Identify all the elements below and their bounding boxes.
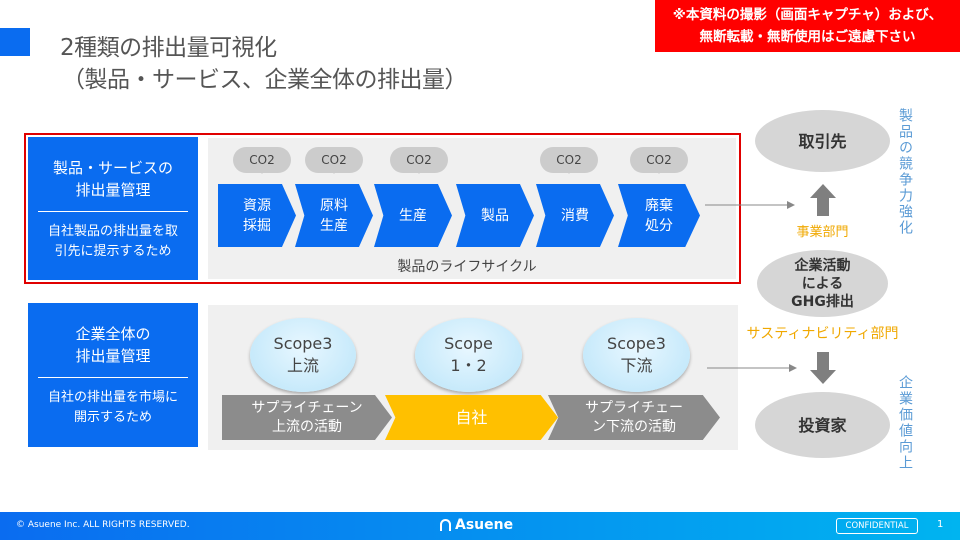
scope3-downstream: Scope3 下流	[583, 318, 690, 392]
step-label: 消費	[561, 207, 589, 224]
copyright: © Asuene Inc. ALL RIGHTS RESERVED.	[16, 520, 190, 530]
corporate-value-label: 企業価値向上	[897, 375, 913, 471]
step-label: 資源	[243, 197, 271, 214]
divider	[38, 377, 188, 378]
notice-line: 無断転載・無断使用はご遠慮下さい	[699, 29, 916, 45]
arrow-right-icon	[707, 364, 797, 372]
panel-desc: 自社の排出量を市場に	[47, 390, 178, 405]
step-label: 製品	[481, 207, 509, 224]
step-label: 生産	[399, 207, 427, 224]
sustainability-dept-label: サスティナビリティ部門	[746, 326, 899, 342]
chain-label: 上流の活動	[272, 418, 342, 435]
step-product: 製品	[456, 184, 534, 247]
copyright-notice: ※本資料の撮影（画面キャプチャ）および、無断転載・無断使用はご遠慮下さい	[655, 0, 960, 52]
activity-label: による	[801, 275, 844, 292]
panel-heading: 企業全体の	[75, 325, 151, 343]
step-label: 採掘	[243, 217, 271, 234]
chain-own-company: 自社	[385, 395, 558, 440]
chain-label: サプライチェーン	[251, 399, 363, 416]
scope12: Scope 1・2	[415, 318, 522, 392]
investor-ellipse: 投資家	[755, 392, 890, 458]
scope-label: Scope3	[273, 334, 333, 353]
chain-label: 自社	[455, 408, 488, 427]
co2-bubble: CO2	[233, 147, 291, 174]
panel-desc: 自社製品の排出量を取	[47, 224, 178, 239]
chain-upstream: サプライチェーン上流の活動	[222, 395, 392, 440]
panel-heading: 製品・サービスの	[52, 159, 173, 177]
logo-text: Asuene	[455, 517, 514, 533]
arrow-down-icon	[810, 352, 836, 384]
divider	[38, 211, 188, 212]
panel-desc: 引先に提示するため	[54, 244, 172, 259]
confidential-badge: CONFIDENTIAL	[836, 518, 918, 534]
arrow-up-icon	[810, 184, 836, 216]
footer: © Asuene Inc. ALL RIGHTS RESERVED. Asuen…	[0, 512, 960, 540]
step-disposal: 廃棄処分	[618, 184, 700, 247]
partner-ellipse: 取引先	[755, 110, 890, 172]
lifecycle-label: 製品のライフサイクル	[397, 259, 537, 275]
title-accent	[0, 28, 30, 56]
chain-downstream: サプライチェーン下流の活動	[548, 395, 720, 440]
panel-heading: 排出量管理	[75, 347, 151, 365]
co2-bubble: CO2	[540, 147, 598, 174]
step-consumption: 消費	[536, 184, 614, 247]
scope-label: 下流	[620, 356, 653, 375]
activity-label: 企業活動	[794, 257, 851, 274]
scope-label: Scope3	[607, 334, 666, 353]
asuene-logo: Asuene	[440, 517, 513, 533]
logo-icon	[440, 519, 451, 531]
panel-heading: 排出量管理	[75, 181, 151, 199]
corporate-panel: 企業全体の 排出量管理 自社の排出量を市場に 開示するため	[28, 303, 198, 447]
scope-label: 上流	[286, 356, 319, 375]
competitiveness-label: 製品の競争力強化	[897, 108, 913, 236]
step-label: 処分	[645, 217, 673, 234]
arrow-right-icon	[705, 201, 795, 209]
scope-label: 1・2	[450, 356, 487, 375]
step-label: 廃棄	[645, 197, 673, 214]
activity-label: GHG排出	[791, 293, 854, 310]
page-subtitle: （製品・サービス、企業全体の排出量）	[62, 67, 468, 93]
step-mining: 資源採掘	[218, 184, 296, 247]
product-panel: 製品・サービスの 排出量管理 自社製品の排出量を取 引先に提示するため	[28, 137, 198, 280]
co2-bubble: CO2	[630, 147, 688, 174]
co2-bubble: CO2	[305, 147, 363, 174]
notice-line: ※本資料の撮影（画面キャプチャ）および、	[672, 7, 943, 23]
product-section-border	[24, 133, 741, 284]
step-production: 生産	[374, 184, 452, 247]
page-title: 2種類の排出量可視化	[60, 35, 277, 61]
step-material: 原料生産	[295, 184, 373, 247]
co2-bubble: CO2	[390, 147, 448, 174]
step-label: 生産	[320, 217, 348, 234]
page-number: 1	[937, 519, 944, 530]
scope3-upstream: Scope3 上流	[250, 318, 356, 392]
step-label: 原料	[320, 197, 348, 214]
chain-label: サプライチェー	[585, 399, 683, 416]
panel-desc: 開示するため	[73, 410, 152, 425]
business-dept-label: 事業部門	[796, 225, 849, 240]
chain-label: ン下流の活動	[592, 418, 676, 435]
scope-label: Scope	[444, 334, 493, 353]
